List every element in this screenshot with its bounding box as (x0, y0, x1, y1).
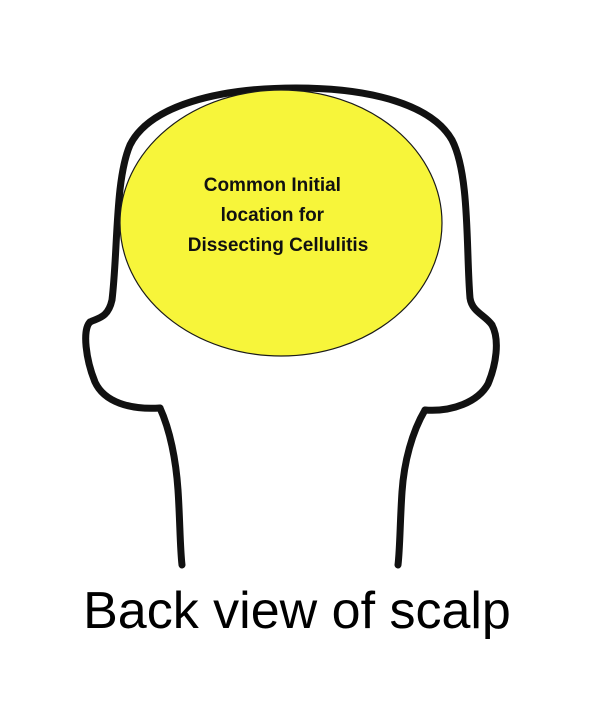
head-outline-right (292, 84, 496, 329)
right-ear (421, 321, 500, 414)
neck-left (156, 404, 186, 569)
region-label-line-2: location for (221, 205, 325, 226)
diagram-caption: Back view of scalp (83, 582, 511, 640)
neck-right (394, 406, 429, 569)
region-label-line-1: Common Initial (204, 175, 341, 196)
left-ear (82, 318, 164, 412)
region-label: Common Initial location for Dissecting C… (188, 175, 369, 256)
region-label-line-3: Dissecting Cellulitis (188, 235, 369, 256)
head-outline-left (86, 84, 300, 326)
head-outline (82, 84, 500, 569)
affected-region-highlight (119, 89, 443, 357)
